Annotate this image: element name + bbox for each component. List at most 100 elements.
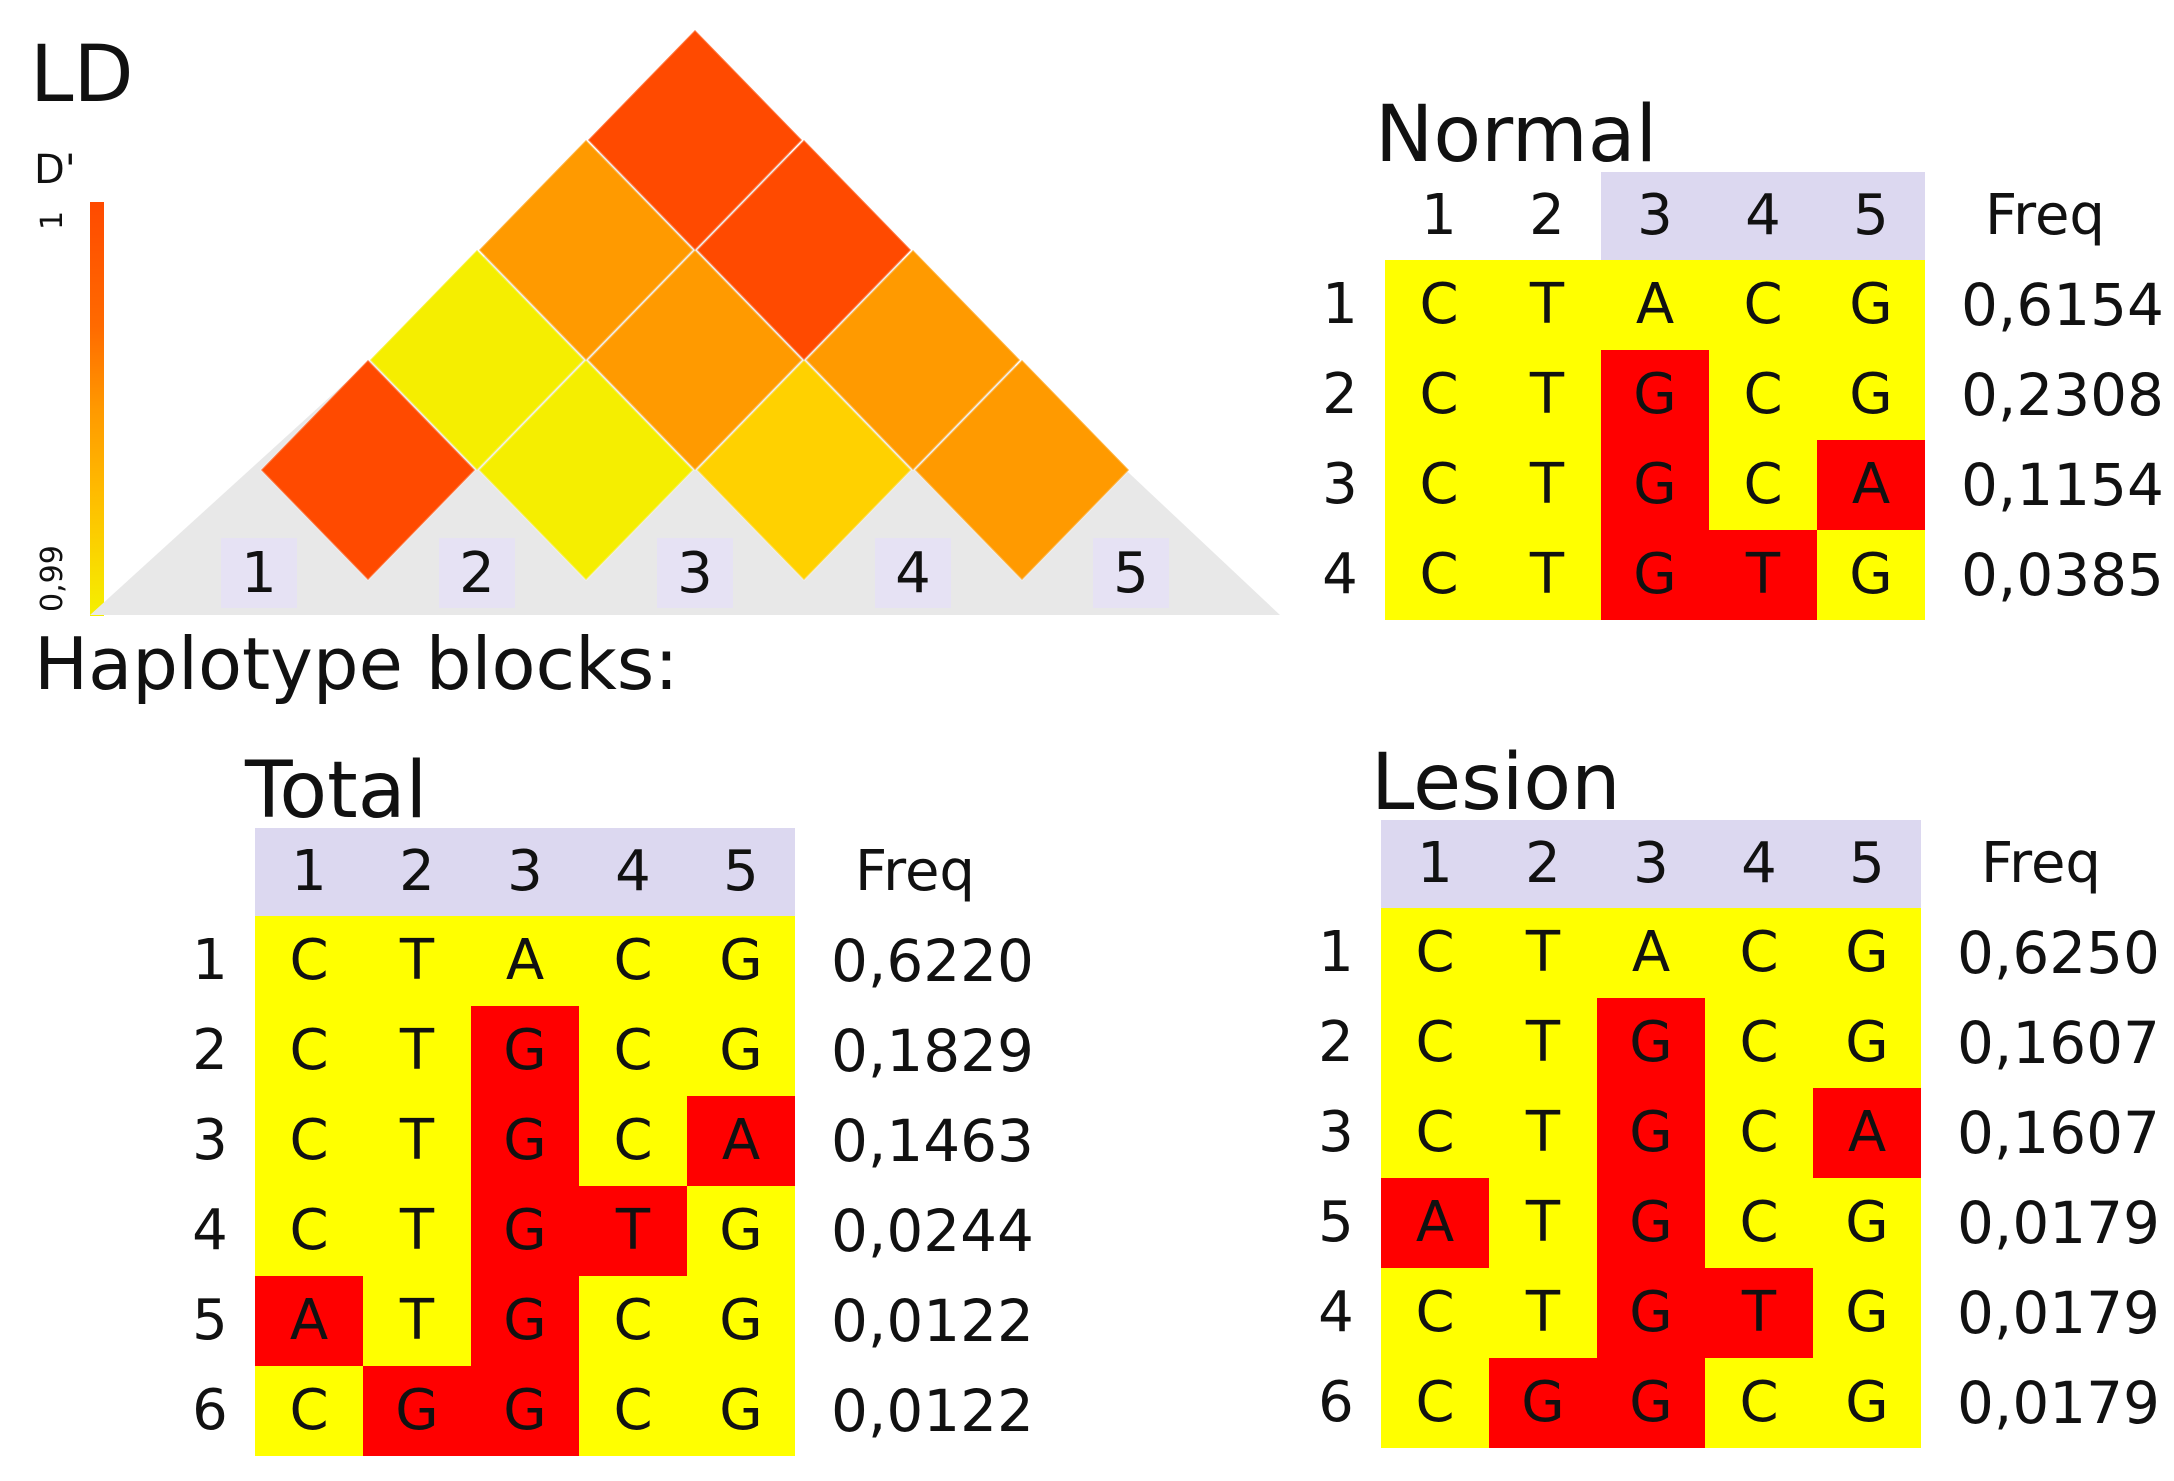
allele-cell: C	[1381, 998, 1489, 1088]
allele-cell: G	[1601, 350, 1709, 440]
allele-cell: G	[1597, 1178, 1705, 1268]
allele-cell: G	[1597, 998, 1705, 1088]
allele-cell: A	[1813, 1088, 1921, 1178]
allele-cell: G	[1817, 530, 1925, 620]
ld-title: LD	[30, 30, 134, 120]
allele-cell: G	[1601, 530, 1709, 620]
allele-cell: T	[363, 1276, 471, 1366]
freq-value: 0,6250	[1957, 919, 2160, 987]
allele-cell: G	[1597, 1088, 1705, 1178]
ld-marker-label: 3	[677, 541, 713, 606]
allele-cell: C	[579, 1276, 687, 1366]
row-label: 4	[1318, 1280, 1354, 1345]
freq-header: Freq	[1985, 183, 2105, 248]
allele-cell: C	[1385, 350, 1493, 440]
allele-cell: T	[363, 1096, 471, 1186]
column-header: 4	[1709, 172, 1817, 260]
allele-cell: G	[687, 1186, 795, 1276]
freq-value: 0,6220	[831, 927, 1034, 995]
allele-cell: G	[363, 1366, 471, 1456]
allele-cell: C	[1381, 1358, 1489, 1448]
column-header: 2	[1489, 820, 1597, 908]
allele-cell: T	[363, 1186, 471, 1276]
allele-cell: T	[363, 916, 471, 1006]
ld-marker-label: 1	[241, 541, 277, 606]
ld-marker-label: 2	[459, 541, 495, 606]
ld-marker-box	[875, 538, 951, 608]
ld-cell-3-5	[804, 248, 1022, 472]
column-header: 1	[1421, 183, 1457, 248]
allele-cell: G	[471, 1096, 579, 1186]
row-label: 4	[1322, 542, 1358, 607]
allele-cell: G	[1813, 998, 1921, 1088]
column-header: 3	[1601, 172, 1709, 260]
allele-cell: T	[1489, 1268, 1597, 1358]
allele-cell: C	[1705, 908, 1813, 998]
ld-cell-2-5	[695, 138, 913, 362]
freq-value: 0,1607	[1957, 1009, 2160, 1077]
column-header: 1	[255, 828, 363, 916]
freq-value: 0,0179	[1957, 1279, 2160, 1347]
allele-cell: G	[1813, 1268, 1921, 1358]
column-header: 4	[1705, 820, 1813, 908]
allele-cell: C	[1385, 530, 1493, 620]
allele-cell: G	[687, 1006, 795, 1096]
row-label: 4	[192, 1198, 228, 1263]
allele-cell: G	[687, 1366, 795, 1456]
allele-cell: C	[579, 1366, 687, 1456]
allele-cell: A	[1597, 908, 1705, 998]
column-header: 2	[363, 828, 471, 916]
allele-cell: A	[1601, 260, 1709, 350]
allele-cell: T	[363, 1006, 471, 1096]
column-header: 4	[579, 828, 687, 916]
freq-value: 0,0122	[831, 1377, 1034, 1445]
ld-cell-4-5	[913, 358, 1131, 582]
ld-marker-box	[439, 538, 515, 608]
allele-cell: T	[1493, 440, 1601, 530]
allele-cell: C	[1709, 440, 1817, 530]
allele-cell: G	[687, 1276, 795, 1366]
allele-cell: C	[1705, 1358, 1813, 1448]
allele-cell: C	[255, 916, 363, 1006]
allele-cell: C	[255, 1006, 363, 1096]
allele-cell: G	[1817, 260, 1925, 350]
allele-cell: A	[687, 1096, 795, 1186]
table-title: Normal	[1375, 90, 1658, 180]
row-label: 2	[192, 1018, 228, 1083]
allele-cell: T	[1489, 998, 1597, 1088]
allele-cell: A	[1817, 440, 1925, 530]
allele-cell: G	[1813, 908, 1921, 998]
column-header: 2	[1529, 183, 1565, 248]
ld-marker-box	[1093, 538, 1169, 608]
freq-header: Freq	[855, 839, 975, 904]
table-title: Lesion	[1371, 738, 1621, 828]
allele-cell: C	[1709, 260, 1817, 350]
row-label: 1	[192, 928, 228, 993]
allele-cell: T	[1709, 530, 1817, 620]
column-header: 5	[1813, 820, 1921, 908]
row-label: 3	[1318, 1100, 1354, 1165]
row-label: 3	[192, 1108, 228, 1173]
table-title: Total	[245, 746, 428, 836]
ld-marker-box	[657, 538, 733, 608]
row-label: 2	[1322, 362, 1358, 427]
ld-marker-box	[221, 538, 297, 608]
row-label: 5	[1318, 1190, 1354, 1255]
column-header: 5	[687, 828, 795, 916]
ld-metric-label: D'	[34, 147, 76, 193]
allele-cell: A	[471, 916, 579, 1006]
haplotype-blocks-label: Haplotype blocks:	[34, 622, 679, 706]
allele-cell: T	[1493, 350, 1601, 440]
allele-cell: G	[1817, 350, 1925, 440]
ld-cell-1-4	[477, 138, 695, 362]
ld-cell-1-5	[586, 28, 804, 252]
freq-value: 0,0122	[831, 1287, 1034, 1355]
row-label: 6	[192, 1378, 228, 1443]
allele-cell: T	[1493, 260, 1601, 350]
allele-cell: T	[1705, 1268, 1813, 1358]
freq-value: 0,6154	[1961, 271, 2164, 339]
freq-value: 0,1607	[1957, 1099, 2160, 1167]
ld-marker-label: 5	[1113, 541, 1149, 606]
row-label: 2	[1318, 1010, 1354, 1075]
